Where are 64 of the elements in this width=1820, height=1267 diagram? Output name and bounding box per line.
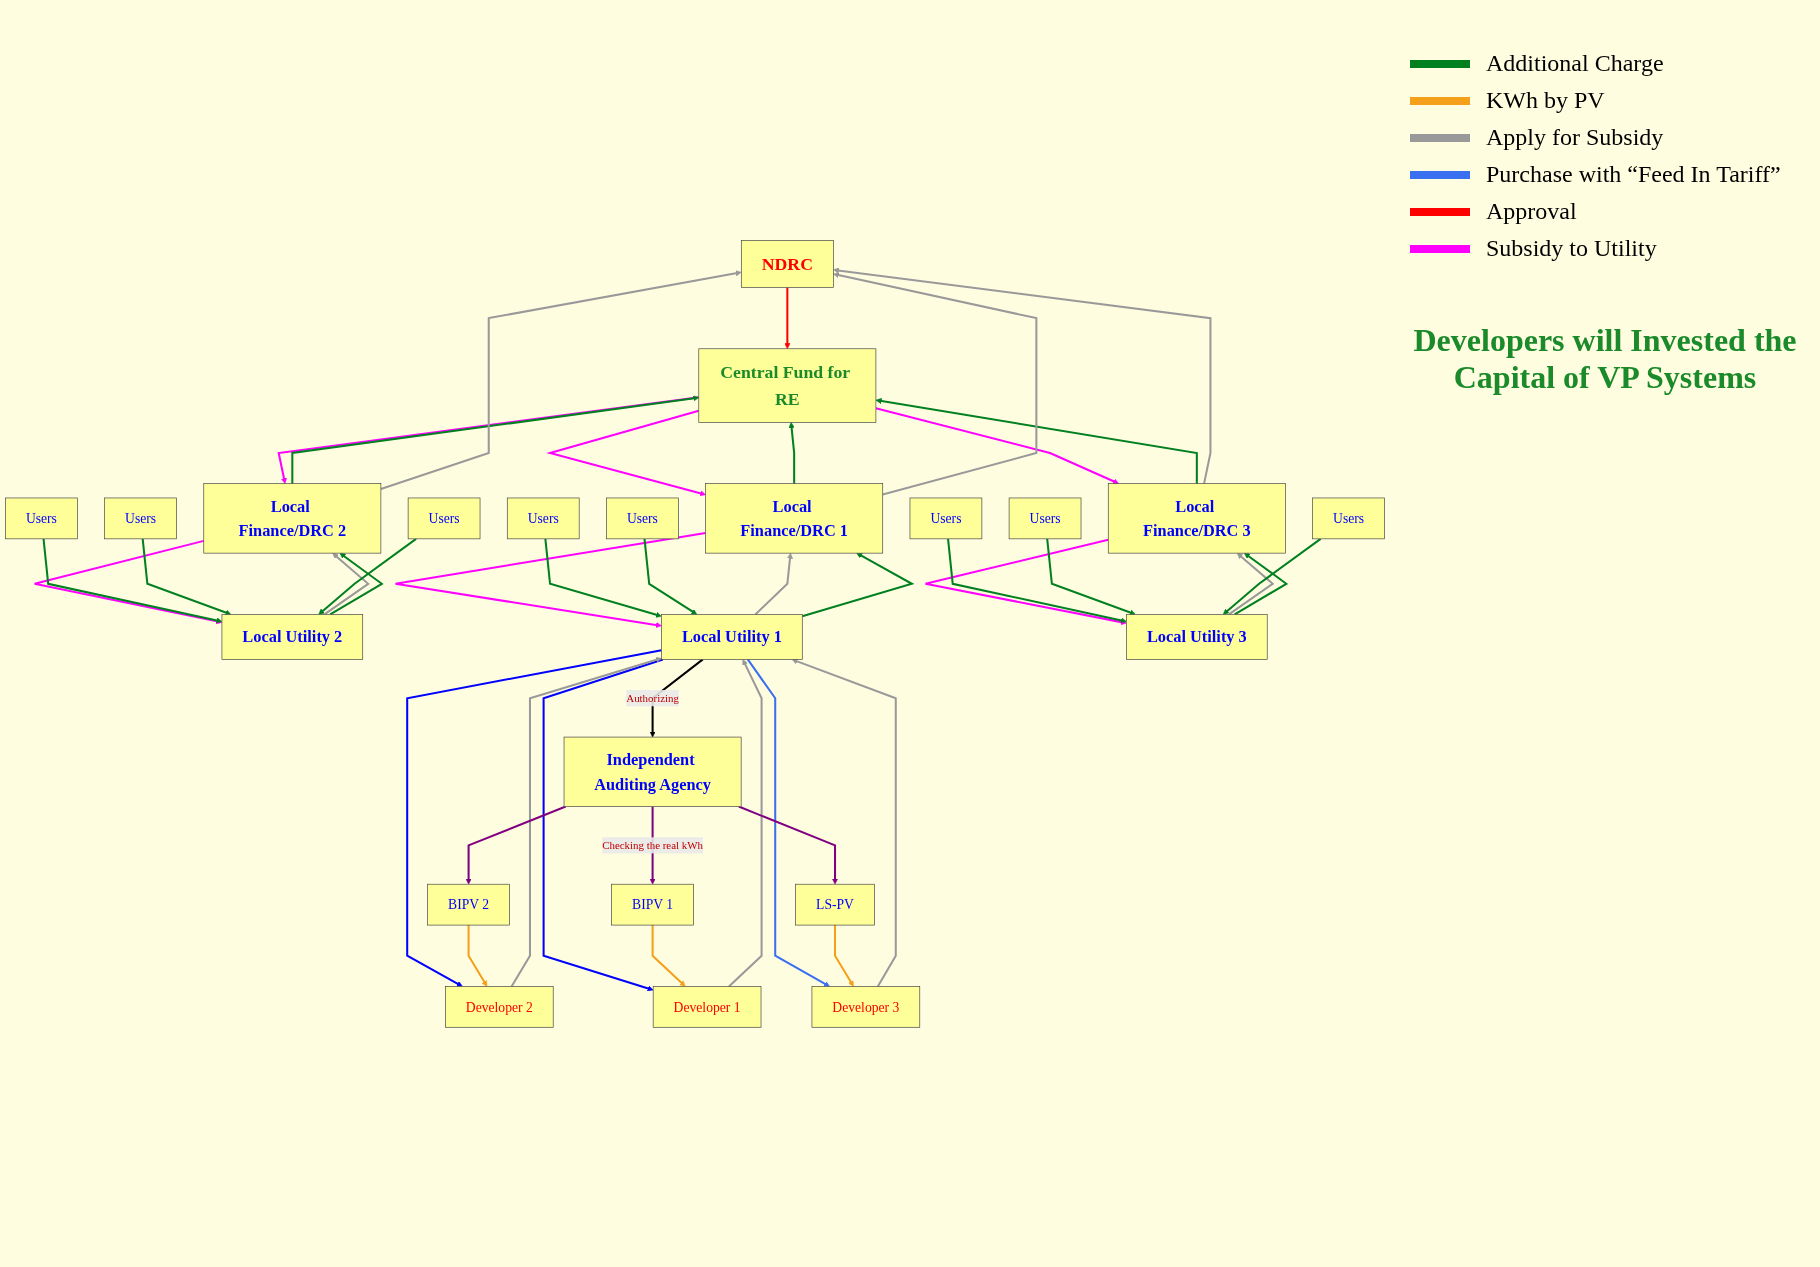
arrow [380, 269, 742, 490]
arrow [1234, 552, 1289, 615]
arrow [544, 538, 662, 618]
node-box: Central Fund for RE [698, 348, 877, 423]
arrow [791, 658, 897, 987]
arrow [510, 656, 662, 987]
arrow [784, 287, 791, 349]
edge-label: Authorizing [626, 691, 679, 704]
arrow [318, 537, 417, 615]
arrow [754, 552, 793, 615]
legend-text: Additional Charge [1486, 50, 1664, 77]
node-box: Local Utility 1 [661, 613, 803, 660]
arrow [833, 267, 1212, 484]
arrow [323, 552, 370, 615]
node-box: Users [104, 497, 177, 539]
arrow [546, 409, 706, 496]
arrow [1046, 538, 1136, 616]
note-text: Developers will Invested the Capital of VP Systems [1412, 322, 1798, 396]
arrow [467, 924, 488, 987]
arrow [728, 658, 763, 987]
node-box: BIPV 1 [611, 883, 694, 926]
node-box: Local Utility 2 [221, 613, 364, 660]
node-box: Local Finance/DRC 1 [705, 482, 884, 554]
edge-label: Checking the real kWh [602, 838, 703, 851]
arrow [1228, 552, 1275, 615]
legend-text: Subsidy to Utility [1486, 235, 1657, 262]
legend-text: Purchase with “Feed In Tariff” [1486, 161, 1781, 188]
node-box: Independent Auditing Agency [563, 736, 742, 807]
node-box: LS-PV [795, 883, 875, 926]
arrow [875, 397, 1198, 484]
arrow [465, 805, 567, 885]
node-box: Developer 1 [652, 985, 762, 1028]
arrow [833, 271, 1038, 496]
node-box: Developer 3 [811, 985, 921, 1028]
node-box: BIPV 2 [427, 883, 510, 926]
arrow [643, 538, 698, 615]
node-box: Users [1312, 497, 1385, 539]
node-box: Users [5, 497, 78, 539]
arrow [875, 406, 1120, 484]
node-box: NDRC [741, 239, 834, 288]
arrow [651, 924, 686, 987]
arrow [802, 552, 915, 617]
arrow [746, 658, 830, 987]
node-box: Users [506, 497, 580, 539]
node-box: Users [1008, 497, 1082, 539]
arrow [141, 538, 232, 616]
node-box: Users [909, 497, 983, 539]
arrow [834, 924, 854, 987]
arrow [394, 531, 706, 628]
node-box: Users [606, 497, 679, 539]
arrow [738, 805, 838, 885]
node-box: Local Finance/DRC 2 [203, 482, 382, 554]
arrow [542, 658, 664, 991]
arrow [329, 552, 384, 615]
node-box: Developer 2 [445, 985, 554, 1028]
node-box: Local Utility 3 [1126, 613, 1268, 660]
arrow [788, 421, 796, 484]
node-box: Local Finance/DRC 3 [1107, 482, 1286, 554]
arrow [1222, 537, 1322, 615]
legend-text: Approval [1486, 198, 1577, 225]
legend-text: KWh by PV [1486, 87, 1605, 114]
arrow [406, 648, 662, 987]
node-box: Users [407, 497, 481, 539]
legend-text: Apply for Subsidy [1486, 124, 1664, 151]
